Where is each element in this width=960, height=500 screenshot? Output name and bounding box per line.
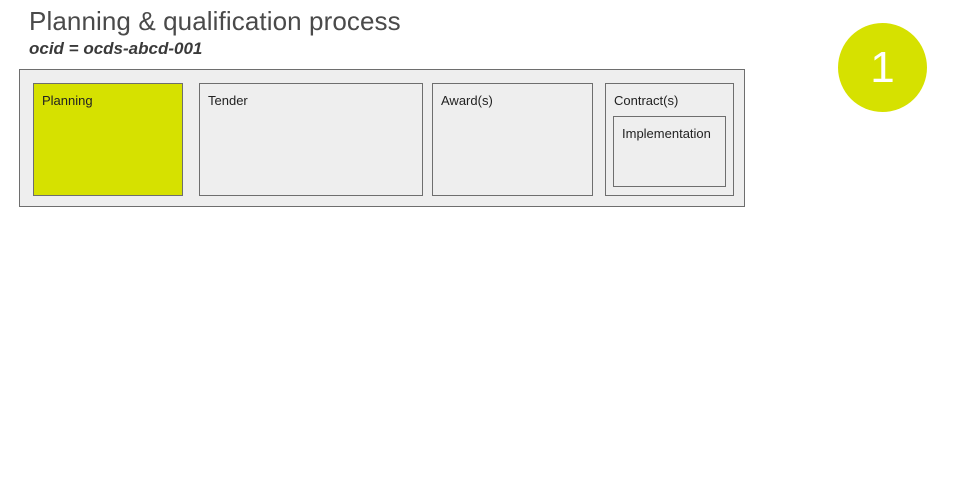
step-number-badge: 1 — [838, 23, 927, 112]
stage-tender: Tender — [199, 83, 423, 196]
process-container: Planning Tender Award(s) Contract(s) Imp… — [19, 69, 745, 207]
stage-implementation: Implementation — [613, 116, 726, 187]
page-title: Planning & qualification process — [29, 6, 401, 36]
stage-planning-label: Planning — [42, 93, 93, 108]
stage-contract-label: Contract(s) — [614, 93, 679, 108]
stage-contract: Contract(s) Implementation — [605, 83, 734, 196]
stage-tender-label: Tender — [208, 93, 248, 108]
ocid-subtitle: ocid = ocds-abcd-001 — [29, 39, 203, 58]
stage-planning: Planning — [33, 83, 183, 196]
stage-award: Award(s) — [432, 83, 593, 196]
stage-award-label: Award(s) — [441, 93, 493, 108]
stage-implementation-label: Implementation — [622, 126, 711, 141]
